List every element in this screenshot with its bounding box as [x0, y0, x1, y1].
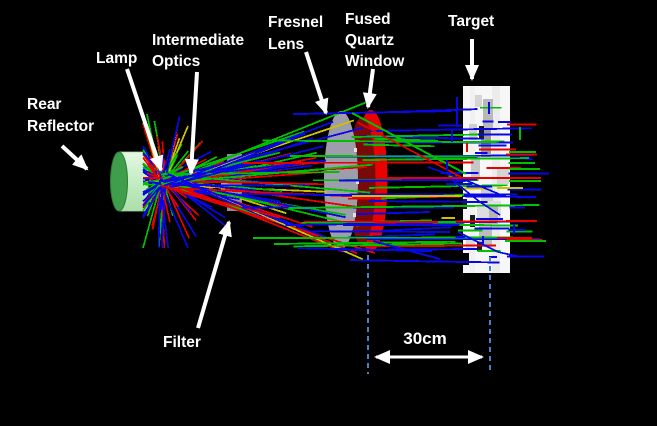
intermediate-optics-arrow	[184, 71, 199, 175]
target-streak	[492, 86, 500, 273]
ray	[146, 172, 161, 180]
rear-reflector-face	[110, 151, 128, 212]
ray	[372, 240, 441, 260]
fused-quartz-window-label: Quartz	[345, 32, 394, 49]
ray	[288, 204, 540, 210]
annotation-arrows	[60, 39, 479, 329]
filter-label: Filter	[163, 334, 201, 351]
ray	[497, 251, 522, 258]
intermediate-optics-label: Intermediate	[152, 32, 245, 49]
lens-glint	[354, 148, 357, 152]
ray	[166, 186, 376, 254]
ray	[159, 166, 184, 179]
rear-reflector-label: Reflector	[27, 118, 94, 135]
lamp-label: Lamp	[96, 50, 137, 67]
target-sample-bar	[489, 206, 498, 224]
fused-quartz-window-arrow	[362, 68, 377, 109]
target-sample-bar	[466, 236, 475, 250]
ray	[359, 244, 496, 248]
fused-quartz-window-label: Fused	[345, 11, 391, 28]
fresnel-lens-arrow	[304, 51, 329, 115]
ray	[457, 231, 499, 253]
ray	[469, 181, 507, 198]
ray	[479, 201, 501, 216]
target-notch	[461, 253, 469, 265]
ray	[370, 108, 478, 114]
target-label: Target	[448, 13, 494, 30]
intermediate-optics-label: Optics	[152, 53, 200, 70]
dimension-annotation: 30cm	[367, 255, 491, 374]
ray	[161, 163, 373, 185]
ray	[363, 143, 435, 148]
ray	[166, 180, 343, 253]
ray	[160, 161, 262, 183]
ray	[362, 157, 529, 161]
ray	[351, 133, 496, 138]
ray	[262, 139, 497, 144]
ray	[159, 181, 170, 249]
ray	[356, 211, 430, 216]
ray	[451, 179, 481, 203]
target-sample-bar	[497, 167, 509, 184]
ray	[169, 183, 291, 187]
fused-quartz-window-label: Window	[345, 53, 405, 70]
ray	[160, 184, 281, 219]
dimension-label: 30cm	[403, 329, 446, 348]
ray	[381, 226, 452, 232]
ray	[368, 200, 488, 203]
fresnel-lens-label: Lens	[268, 36, 304, 53]
ray	[349, 259, 500, 264]
lens-glint	[353, 213, 356, 217]
annotation-labels: Rear Reflector Lamp Intermediate Optics …	[27, 11, 494, 351]
ray	[242, 161, 474, 164]
ray	[374, 137, 439, 142]
ray-bundles	[142, 97, 550, 264]
filter-arrow	[196, 220, 232, 329]
rear-reflector	[110, 151, 149, 212]
ray	[142, 179, 161, 184]
ray	[312, 230, 451, 233]
ray	[164, 116, 181, 181]
target-sample-bar	[471, 155, 480, 179]
fresnel-lens-label: Fresnel	[268, 14, 323, 31]
target-dark-mark	[479, 126, 484, 139]
target-sample-bar	[469, 124, 477, 140]
lamp-arrow	[125, 68, 164, 172]
ray	[167, 173, 290, 226]
ray	[356, 121, 462, 178]
ray	[142, 182, 164, 219]
ray	[147, 181, 162, 184]
lens-glint	[356, 180, 359, 184]
ray	[145, 181, 161, 193]
ray	[273, 240, 456, 245]
ray	[163, 182, 190, 239]
ray	[339, 178, 478, 182]
ray	[293, 242, 462, 248]
rear-reflector-label: Rear	[27, 96, 61, 113]
target-sample-bar	[475, 95, 482, 107]
target-dark-mark	[463, 199, 467, 209]
rear-reflector-arrow	[60, 144, 89, 171]
ray	[427, 166, 471, 183]
